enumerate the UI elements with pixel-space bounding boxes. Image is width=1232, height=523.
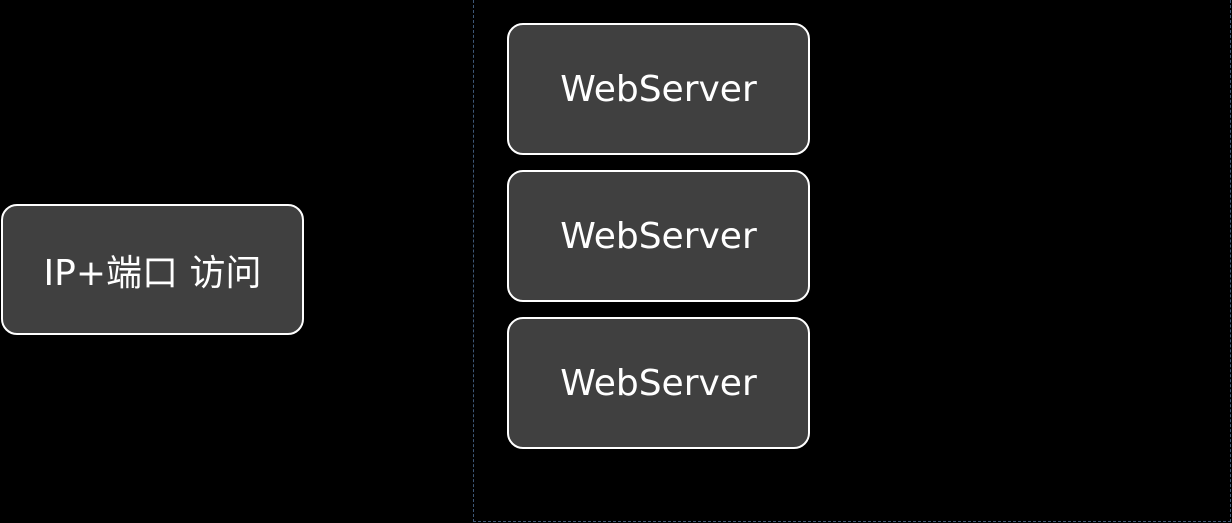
webserver-node-3: WebServer bbox=[507, 317, 810, 449]
webserver-node-1: WebServer bbox=[507, 23, 810, 155]
client-access-node: IP+端口 访问 bbox=[1, 204, 304, 335]
webserver-label-3: WebServer bbox=[560, 362, 757, 404]
webserver-label-2: WebServer bbox=[560, 215, 757, 257]
webserver-node-2: WebServer bbox=[507, 170, 810, 302]
client-access-label: IP+端口 访问 bbox=[43, 252, 262, 294]
server-group-container bbox=[473, 0, 1231, 522]
webserver-label-1: WebServer bbox=[560, 68, 757, 110]
